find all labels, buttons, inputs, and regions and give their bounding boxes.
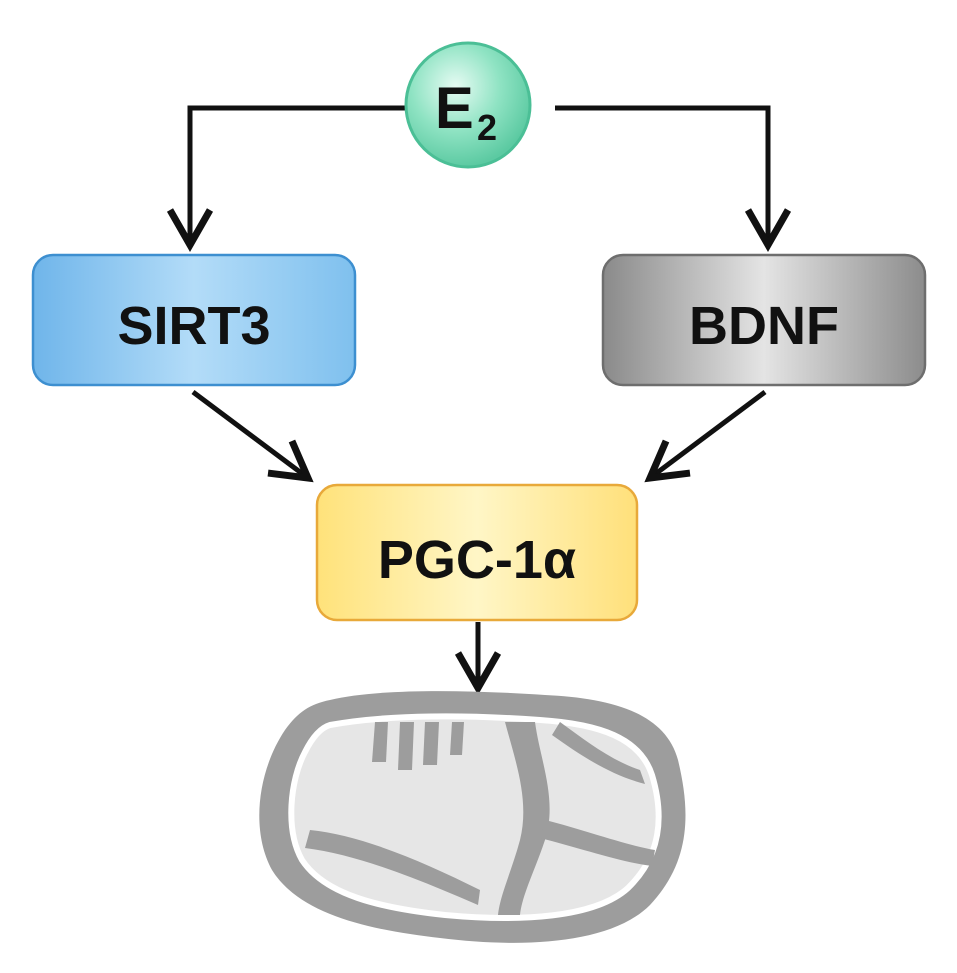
arrow-e2-to-sirt3 xyxy=(166,105,405,253)
mitochondrion-icon xyxy=(259,691,686,943)
arrow-bdnf-to-pgc xyxy=(644,389,767,483)
arrow-sirt3-to-pgc xyxy=(191,389,314,483)
e2-label: E xyxy=(435,76,474,141)
pgc-label: PGC-1α xyxy=(378,530,576,590)
arrow-e2-to-bdnf xyxy=(555,105,792,253)
e2-subscript: 2 xyxy=(477,107,497,148)
pgc-node: PGC-1α xyxy=(315,483,639,622)
e2-node: E 2 xyxy=(404,41,532,169)
bdnf-node: BDNF xyxy=(601,253,927,387)
bdnf-label: BDNF xyxy=(689,296,839,356)
sirt3-node: SIRT3 xyxy=(31,253,357,387)
sirt3-label: SIRT3 xyxy=(117,296,270,356)
